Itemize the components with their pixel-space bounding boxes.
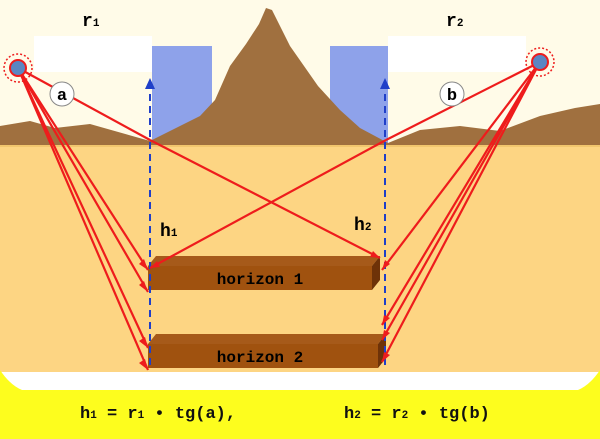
seismic-source-icon (3, 53, 33, 83)
dashed-arrow-right (380, 78, 390, 89)
formula-h2: h2 = r2 • tg(b) (344, 405, 490, 424)
ray-left-h2b (16, 67, 150, 371)
rays-left (16, 67, 381, 371)
ray-left-h1b (17, 67, 149, 293)
horizon-1-side (372, 256, 380, 290)
ray-arrows-left (139, 251, 380, 370)
r2-label: r2 (446, 12, 463, 32)
ray-left-cross (149, 139, 381, 259)
horizon-2-top (148, 334, 386, 344)
ray-left-surface (17, 67, 151, 141)
horizon-2-label: horizon 2 (217, 349, 303, 367)
angle-b-badge: b (439, 81, 465, 107)
horizon-2-front (148, 344, 378, 368)
horizon-1-front (148, 266, 372, 290)
r1-label: r1 (82, 12, 100, 32)
rays-right (149, 61, 541, 363)
angle-b-circle (439, 81, 465, 107)
formula-band (0, 370, 600, 439)
ray-right-h2b (381, 61, 541, 363)
ground-surface-line (0, 145, 600, 147)
ray-right-cross (149, 139, 387, 269)
angle-a-badge: a (49, 81, 75, 107)
ray-left-h2a (17, 67, 149, 349)
arrow-r3 (382, 330, 390, 340)
arrow-l5 (370, 251, 380, 258)
arrow-l3 (139, 337, 148, 348)
ray-arrows-right (150, 260, 390, 362)
ray-right-h1b (381, 61, 541, 326)
ray-right-h2a (381, 61, 541, 341)
r1-strip (34, 36, 152, 72)
arrow-l1 (139, 259, 148, 270)
horizon-1-label: horizon 1 (217, 271, 303, 289)
angle-a-label: a (57, 87, 67, 106)
ray-right-surface (385, 61, 541, 141)
source-right-burst (525, 47, 555, 77)
arrow-r1 (382, 260, 390, 270)
angle-b-label: b (447, 87, 457, 106)
arrow-r5 (150, 261, 160, 268)
source-left-burst (3, 53, 33, 83)
horizon-1 (148, 256, 380, 290)
h2-label: h2 (354, 216, 371, 236)
ray-right-h1a (381, 61, 541, 271)
arrow-r2 (382, 315, 390, 325)
arrow-l2 (139, 281, 148, 292)
r2-strip (388, 36, 526, 72)
source-right-core (531, 53, 549, 71)
seismic-source-icon (525, 47, 555, 77)
angle-a-circle (49, 81, 75, 107)
horizon-1-top (148, 256, 380, 266)
arrow-l4 (139, 359, 148, 370)
dashed-lines (145, 78, 390, 365)
mountain-silhouette (0, 8, 600, 150)
formula-h1: h1 = r1 • tg(a), (80, 405, 236, 424)
dashed-arrow-left (145, 78, 155, 89)
h1-label: h1 (160, 222, 178, 242)
ray-left-h1a (17, 67, 149, 271)
horizon-2 (148, 334, 386, 368)
arrow-r4 (382, 352, 390, 362)
source-left-core (9, 59, 27, 77)
